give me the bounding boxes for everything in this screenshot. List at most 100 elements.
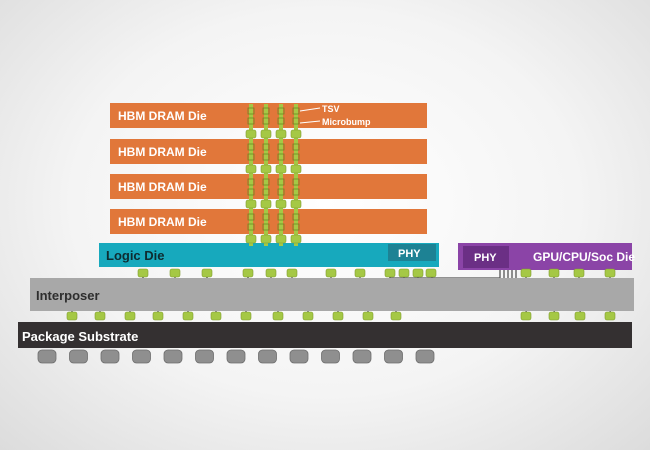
solder-ball	[37, 349, 57, 364]
tsv-via	[247, 188, 255, 196]
solder-ball	[132, 349, 151, 364]
tsv-via	[277, 117, 285, 125]
tsv-via	[247, 178, 255, 186]
microbump	[169, 268, 181, 278]
interposer-label: Interposer	[36, 288, 100, 303]
tsv-via	[292, 188, 300, 196]
microbump	[245, 164, 257, 174]
microbump-callout-label: Microbump	[322, 117, 371, 127]
microbump	[290, 234, 302, 244]
tsv-column	[249, 104, 253, 246]
tsv-column	[264, 104, 268, 246]
tsv-via	[277, 188, 285, 196]
tsv-via	[277, 143, 285, 151]
microbump	[260, 234, 272, 244]
microbump	[520, 268, 532, 278]
tsv-callout-line	[299, 107, 321, 112]
tsv-via	[292, 107, 300, 115]
tsv-via	[277, 107, 285, 115]
c4-bump	[302, 311, 314, 321]
tsv-via	[247, 107, 255, 115]
microbump	[245, 234, 257, 244]
solder-ball	[195, 349, 214, 364]
tsv-via	[292, 223, 300, 231]
c4-bump	[124, 311, 136, 321]
tsv-via	[247, 143, 255, 151]
microbump	[201, 268, 213, 278]
tsv-via	[247, 117, 255, 125]
hbm-dram-die-label: HBM DRAM Die	[118, 180, 207, 194]
tsv-via	[262, 223, 270, 231]
soc-die-label: GPU/CPU/Soc Die	[533, 250, 635, 264]
microbump	[354, 268, 366, 278]
tsv-via	[277, 178, 285, 186]
tsv-via	[262, 107, 270, 115]
tsv-via	[277, 153, 285, 161]
microbump	[137, 268, 149, 278]
microbump	[412, 268, 424, 278]
microbump	[286, 268, 298, 278]
logic-phy-block	[388, 244, 436, 261]
microbump	[604, 268, 616, 278]
solder-ball	[415, 349, 435, 364]
microbump	[325, 268, 337, 278]
c4-bump	[520, 311, 532, 321]
tsv-via	[292, 213, 300, 221]
tsv-columns	[247, 104, 300, 246]
soc-phy-label: PHY	[474, 252, 497, 264]
logic-die	[99, 243, 439, 267]
solder-ball	[289, 349, 309, 364]
tsv-via	[262, 178, 270, 186]
microbump	[265, 268, 277, 278]
tsv-via	[262, 213, 270, 221]
bumps	[66, 129, 616, 321]
package-substrate-label: Package Substrate	[22, 329, 138, 344]
tsv-via	[262, 188, 270, 196]
hbm-dram-die-label: HBM DRAM Die	[118, 109, 207, 123]
solder-ball	[163, 349, 183, 364]
microbump	[245, 129, 257, 139]
microbump	[548, 268, 560, 278]
logic-die-label: Logic Die	[106, 248, 165, 263]
hbm-dram-die-label: HBM DRAM Die	[118, 145, 207, 159]
tsv-column	[294, 104, 298, 246]
tsv-via	[247, 213, 255, 221]
solder-ball	[226, 349, 246, 364]
c4-bump	[272, 311, 284, 321]
solder-ball	[69, 349, 88, 364]
c4-bump	[574, 311, 586, 321]
c4-bump	[362, 311, 374, 321]
tsv-via	[247, 223, 255, 231]
solder-ball	[100, 349, 120, 364]
hbm-dram-die-label: HBM DRAM Die	[118, 215, 207, 229]
logic-phy-label: PHY	[398, 248, 421, 260]
tsv-via	[247, 153, 255, 161]
tsv-callout-label: TSV	[322, 104, 340, 114]
soc-phy-block	[463, 246, 509, 268]
solder-ball	[352, 349, 372, 364]
solder-ball	[321, 349, 340, 364]
microbump	[242, 268, 254, 278]
c4-bump	[66, 311, 78, 321]
microbump	[573, 268, 585, 278]
microbump	[384, 268, 396, 278]
interposer	[30, 278, 634, 311]
tsv-via	[292, 143, 300, 151]
microbump	[260, 129, 272, 139]
microbump	[245, 199, 257, 209]
microbump	[275, 234, 287, 244]
c4-bump	[240, 311, 252, 321]
microbump	[290, 129, 302, 139]
tsv-via	[262, 117, 270, 125]
c4-bump	[548, 311, 560, 321]
tsv-via	[292, 153, 300, 161]
c4-bump	[604, 311, 616, 321]
microbump	[398, 268, 410, 278]
c4-bump	[182, 311, 194, 321]
c4-bump	[210, 311, 222, 321]
tsv-via	[277, 213, 285, 221]
tsv-via	[292, 178, 300, 186]
tsv-via	[262, 153, 270, 161]
tsv-via	[262, 143, 270, 151]
